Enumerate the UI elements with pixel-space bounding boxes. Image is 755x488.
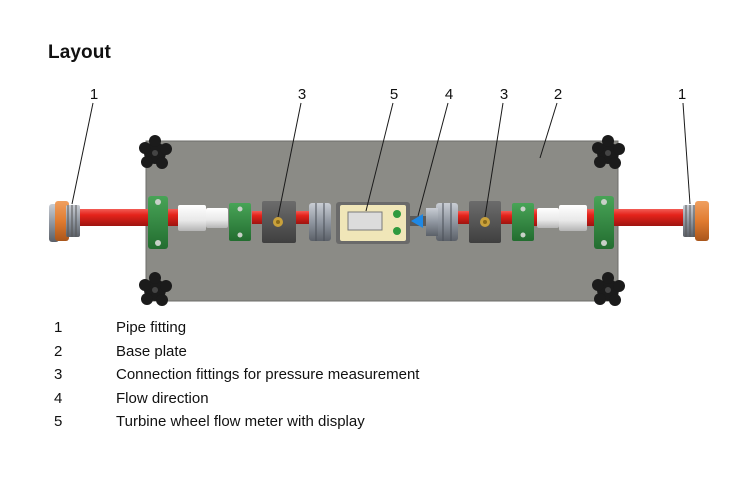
legend-number: 5 xyxy=(54,413,63,430)
adapter-left xyxy=(178,205,228,231)
bracket-left xyxy=(148,196,168,249)
leader-2 xyxy=(539,102,558,159)
clamp-left xyxy=(229,203,251,241)
union-nut-right xyxy=(436,203,458,241)
leader-4 xyxy=(417,102,449,217)
union-body-right xyxy=(426,208,438,236)
bracket-right xyxy=(594,196,614,249)
legend-number: 2 xyxy=(54,342,63,360)
knob-top-left xyxy=(139,135,172,169)
union-nut-left xyxy=(309,203,331,241)
callout-5: 5 xyxy=(389,86,399,103)
apparatus-diagram xyxy=(49,102,709,306)
pipe-fitting-right xyxy=(683,201,709,241)
legend-number: 4 xyxy=(54,389,63,407)
legend-label: Base plate xyxy=(116,342,187,360)
callout-3-left: 3 xyxy=(297,86,307,103)
flow-direction-arrow xyxy=(411,214,423,228)
adapter-right xyxy=(537,205,587,231)
legend-label: Pipe fitting xyxy=(116,319,187,336)
leader-3-right xyxy=(484,102,504,218)
legend-label: Flow direction xyxy=(116,389,209,407)
legend-label: Connection fittings for pressure measure… xyxy=(116,366,420,383)
legend-number: 3 xyxy=(54,366,63,383)
legend-label: Turbine wheel flow meter with display xyxy=(116,413,365,430)
pressure-fitting-left xyxy=(262,201,296,243)
callout-1-right: 1 xyxy=(677,86,687,103)
flow-meter xyxy=(336,202,410,244)
leader-5 xyxy=(365,102,394,212)
pipe-segment-b xyxy=(293,211,311,224)
callout-1-left: 1 xyxy=(89,86,99,103)
pipe-segment-c xyxy=(458,211,470,224)
knob-bottom-left xyxy=(139,272,172,306)
knob-top-right xyxy=(592,135,625,169)
callout-3-right: 3 xyxy=(499,86,509,103)
callout-4: 4 xyxy=(444,86,454,103)
leader-1-right xyxy=(682,102,691,205)
callout-2: 2 xyxy=(553,86,563,103)
pressure-fitting-right xyxy=(469,201,501,243)
leader-3-left xyxy=(277,102,302,218)
clamp-right xyxy=(512,203,534,241)
knob-bottom-right xyxy=(592,272,625,306)
leader-1-left xyxy=(71,102,94,205)
pipe-fitting-left xyxy=(49,201,80,242)
page-title: Layout xyxy=(48,42,111,63)
legend-number: 1 xyxy=(54,319,63,336)
